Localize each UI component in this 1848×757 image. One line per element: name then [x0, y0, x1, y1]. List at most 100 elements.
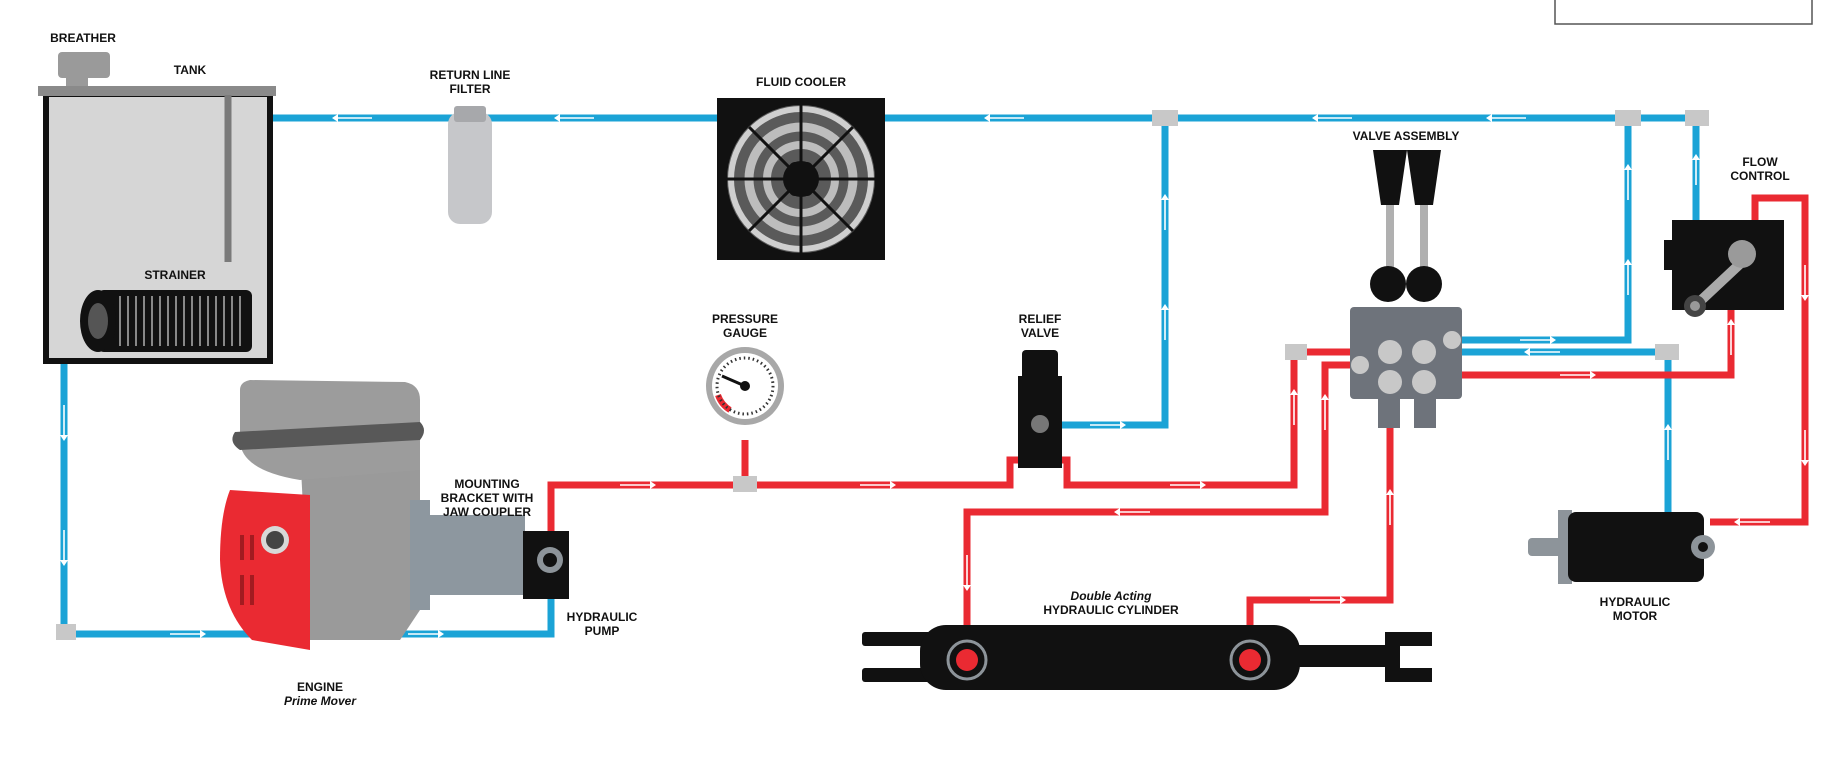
motor-body	[1568, 512, 1704, 582]
label-mounting-2: BRACKET WITH	[441, 491, 534, 505]
flow-arrow	[554, 114, 594, 122]
cylinder-barrel	[920, 625, 1300, 690]
hydraulic-motor	[1528, 510, 1715, 584]
flow-arrow	[1520, 336, 1556, 344]
label-pump-2: PUMP	[585, 624, 620, 638]
flow-arrow	[1114, 508, 1150, 516]
flow-control-body	[1672, 220, 1784, 310]
flow-arrow	[1734, 518, 1770, 526]
flow-arrow	[963, 555, 971, 591]
flow-arrow	[1560, 371, 1596, 379]
flow-arrow	[1312, 114, 1352, 122]
cylinder-rod-clevis	[1385, 632, 1432, 682]
valve-spool-cap	[1370, 266, 1406, 302]
flow-arrow	[60, 530, 68, 566]
label-flow-control-2: CONTROL	[1730, 169, 1789, 183]
cylinder-rod	[1290, 645, 1400, 667]
cylinder-cap-port	[946, 639, 988, 681]
tee-fitting	[733, 476, 757, 492]
flow-arrow	[1161, 304, 1169, 340]
cylinder-rod-line	[1246, 405, 1394, 660]
strainer-pleats	[119, 296, 241, 346]
gauge-ticks	[715, 356, 775, 416]
valve-side-port	[1351, 356, 1369, 374]
flow-arrow	[1664, 424, 1672, 460]
label-cylinder-sub: Double Acting	[1071, 589, 1153, 603]
engine	[220, 380, 525, 650]
flow-arrow	[1801, 430, 1809, 466]
pressure-gauge	[706, 347, 784, 425]
elbow-fitting	[1685, 110, 1709, 126]
flow-arrow	[1386, 489, 1394, 525]
flow-control-tab	[1664, 240, 1676, 270]
engine-recoil-cover	[220, 490, 310, 650]
tank-lid	[38, 86, 276, 96]
valve-port	[1378, 340, 1402, 364]
label-fluid-cooler: FLUID COOLER	[756, 75, 846, 89]
flow-arrow	[1692, 154, 1700, 185]
flow-arrow	[620, 481, 656, 489]
flow-arrow	[1624, 164, 1632, 200]
valve-side-port	[1443, 331, 1461, 349]
flow-arrow	[1624, 259, 1632, 295]
cylinder-clevis-lower	[862, 668, 934, 682]
flow-arrow	[1727, 319, 1735, 355]
valve-port	[1412, 340, 1436, 364]
mounting-bracket	[420, 515, 525, 595]
flow-arrow	[1321, 394, 1329, 430]
flow-arrow	[1801, 265, 1809, 301]
tee-fitting	[1615, 110, 1641, 126]
breather-cap	[58, 52, 110, 78]
flow-arrow	[860, 481, 896, 489]
engine-vents	[240, 535, 254, 605]
flow-arrow	[332, 114, 372, 122]
relief-valve	[1018, 350, 1062, 468]
valve-spool-end	[1414, 396, 1436, 428]
valve-body	[1350, 307, 1462, 399]
valve-assembly	[1350, 150, 1462, 428]
pump-pressure-line	[547, 348, 1385, 535]
label-motor-2: MOTOR	[1613, 609, 1658, 623]
label-pressure-gauge-1: PRESSURE	[712, 312, 778, 326]
flow-control-to-motor-line	[1710, 194, 1809, 526]
label-relief-valve-1: RELIEF	[1019, 312, 1062, 326]
relief-valve-cap	[1022, 350, 1058, 380]
flow-arrow	[1486, 114, 1526, 122]
valve-return-line	[1460, 118, 1632, 344]
hydraulic-cylinder	[862, 625, 1432, 690]
label-valve-assembly: VALVE ASSEMBLY	[1353, 129, 1460, 143]
cylinder-rod-port-fill	[1239, 649, 1261, 671]
flow-arrow	[1310, 596, 1346, 604]
label-return-filter-2: FILTER	[449, 82, 490, 96]
label-engine: ENGINE	[297, 680, 343, 694]
valve-port	[1378, 370, 1402, 394]
labels: BREATHER TANK STRAINER RETURN LINE FILTE…	[50, 31, 1790, 708]
flow-control-knob[interactable]	[1728, 240, 1756, 268]
engine-tank-band	[232, 422, 424, 450]
label-relief-valve-2: VALVE	[1021, 326, 1059, 340]
valve-spool-end	[1378, 396, 1400, 428]
engine-block	[300, 450, 420, 640]
flow-arrow	[1524, 348, 1560, 356]
hydraulic-pump	[523, 531, 569, 599]
return-line-filter	[448, 106, 492, 224]
label-engine-sub: Prime Mover	[284, 694, 357, 708]
label-strainer: STRAINER	[144, 268, 206, 282]
elbow-fitting	[1285, 344, 1307, 360]
label-pressure-gauge-2: GAUGE	[723, 326, 767, 340]
valve-handle[interactable]	[1407, 150, 1441, 205]
pipe-fittings	[56, 110, 1709, 640]
elbow-fitting	[1655, 344, 1679, 360]
label-pump-1: HYDRAULIC	[567, 610, 638, 624]
valve-port	[1412, 370, 1436, 394]
flow-arrow	[1170, 481, 1206, 489]
flow-control-pivot-center	[1690, 301, 1700, 311]
relief-valve-port	[1031, 415, 1049, 433]
pressure-lines	[547, 194, 1809, 660]
valve-handle[interactable]	[1373, 150, 1407, 205]
gauge-pivot	[740, 381, 750, 391]
flow-arrow	[170, 630, 206, 638]
label-mounting-1: MOUNTING	[454, 477, 519, 491]
tee-fitting	[1152, 110, 1178, 126]
